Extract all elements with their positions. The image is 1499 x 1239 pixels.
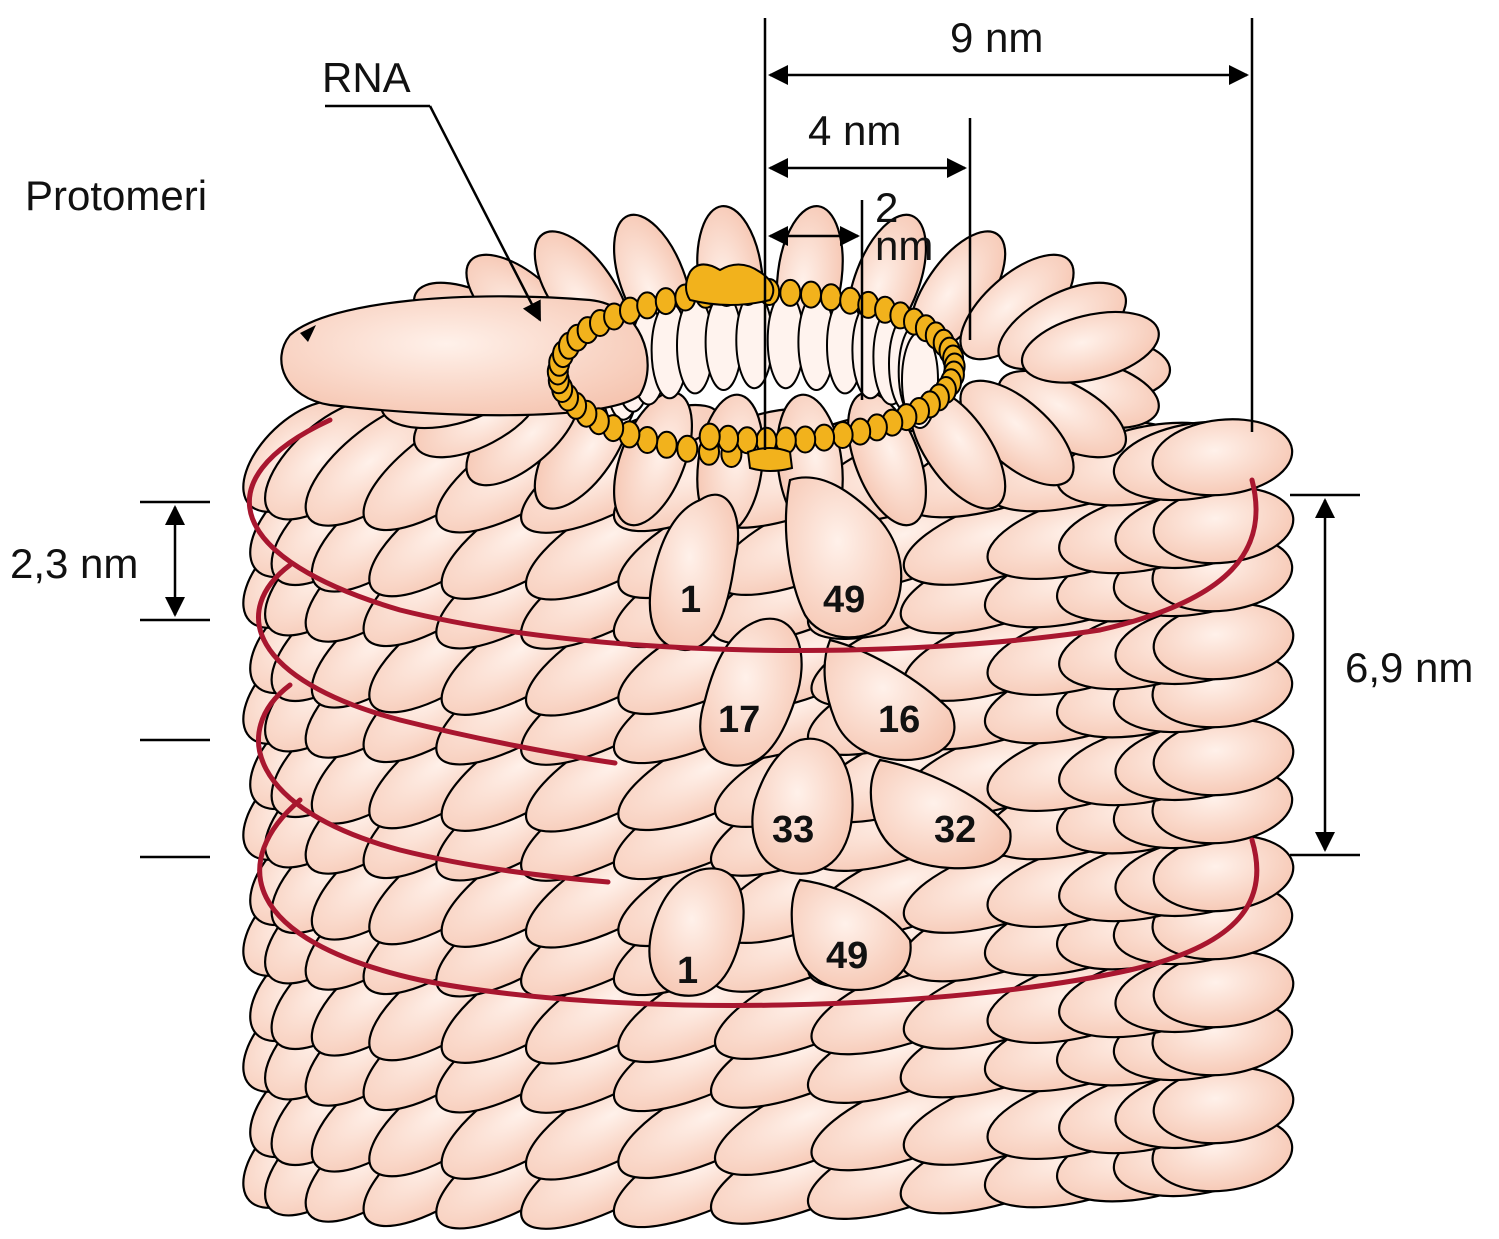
- subunit-number-32: 32: [934, 809, 976, 851]
- rna-bead: [700, 424, 720, 450]
- rna-bead: [677, 436, 697, 462]
- dim-6-9nm-label: 6,9 nm: [1345, 644, 1473, 691]
- rna-bead: [814, 425, 834, 451]
- subunit-number-33: 33: [772, 809, 814, 851]
- protomeri-label: Protomeri: [25, 172, 207, 219]
- subunit-number-1-top: 1: [680, 579, 701, 621]
- rna-bead: [718, 426, 738, 452]
- rna-bead: [801, 282, 821, 308]
- subunit-number-17: 17: [718, 699, 760, 741]
- dim-2-3nm-label: 2,3 nm: [10, 540, 138, 587]
- dim-9nm-label: 9 nm: [950, 14, 1043, 61]
- rna-bead: [657, 432, 677, 458]
- rna-patch-bottom: [748, 448, 792, 471]
- rna-label: RNA: [322, 54, 411, 101]
- rna-bead: [780, 280, 800, 306]
- subunit-number-49-top: 49: [823, 579, 865, 621]
- subunit-number-49-bottom: 49: [826, 935, 868, 977]
- rna-bead: [637, 427, 657, 453]
- dim-4nm-label: 4 nm: [808, 107, 901, 154]
- rna-bead: [656, 288, 676, 314]
- dim-2nm-label-2: nm: [875, 222, 933, 269]
- rna-bead: [795, 427, 815, 453]
- subunit-number-1-bottom: 1: [677, 950, 698, 992]
- rna-bead: [833, 422, 853, 448]
- rna-bead: [821, 284, 841, 310]
- subunit-number-16: 16: [878, 699, 920, 741]
- rna-bead: [637, 292, 657, 318]
- rna-bead: [840, 288, 860, 314]
